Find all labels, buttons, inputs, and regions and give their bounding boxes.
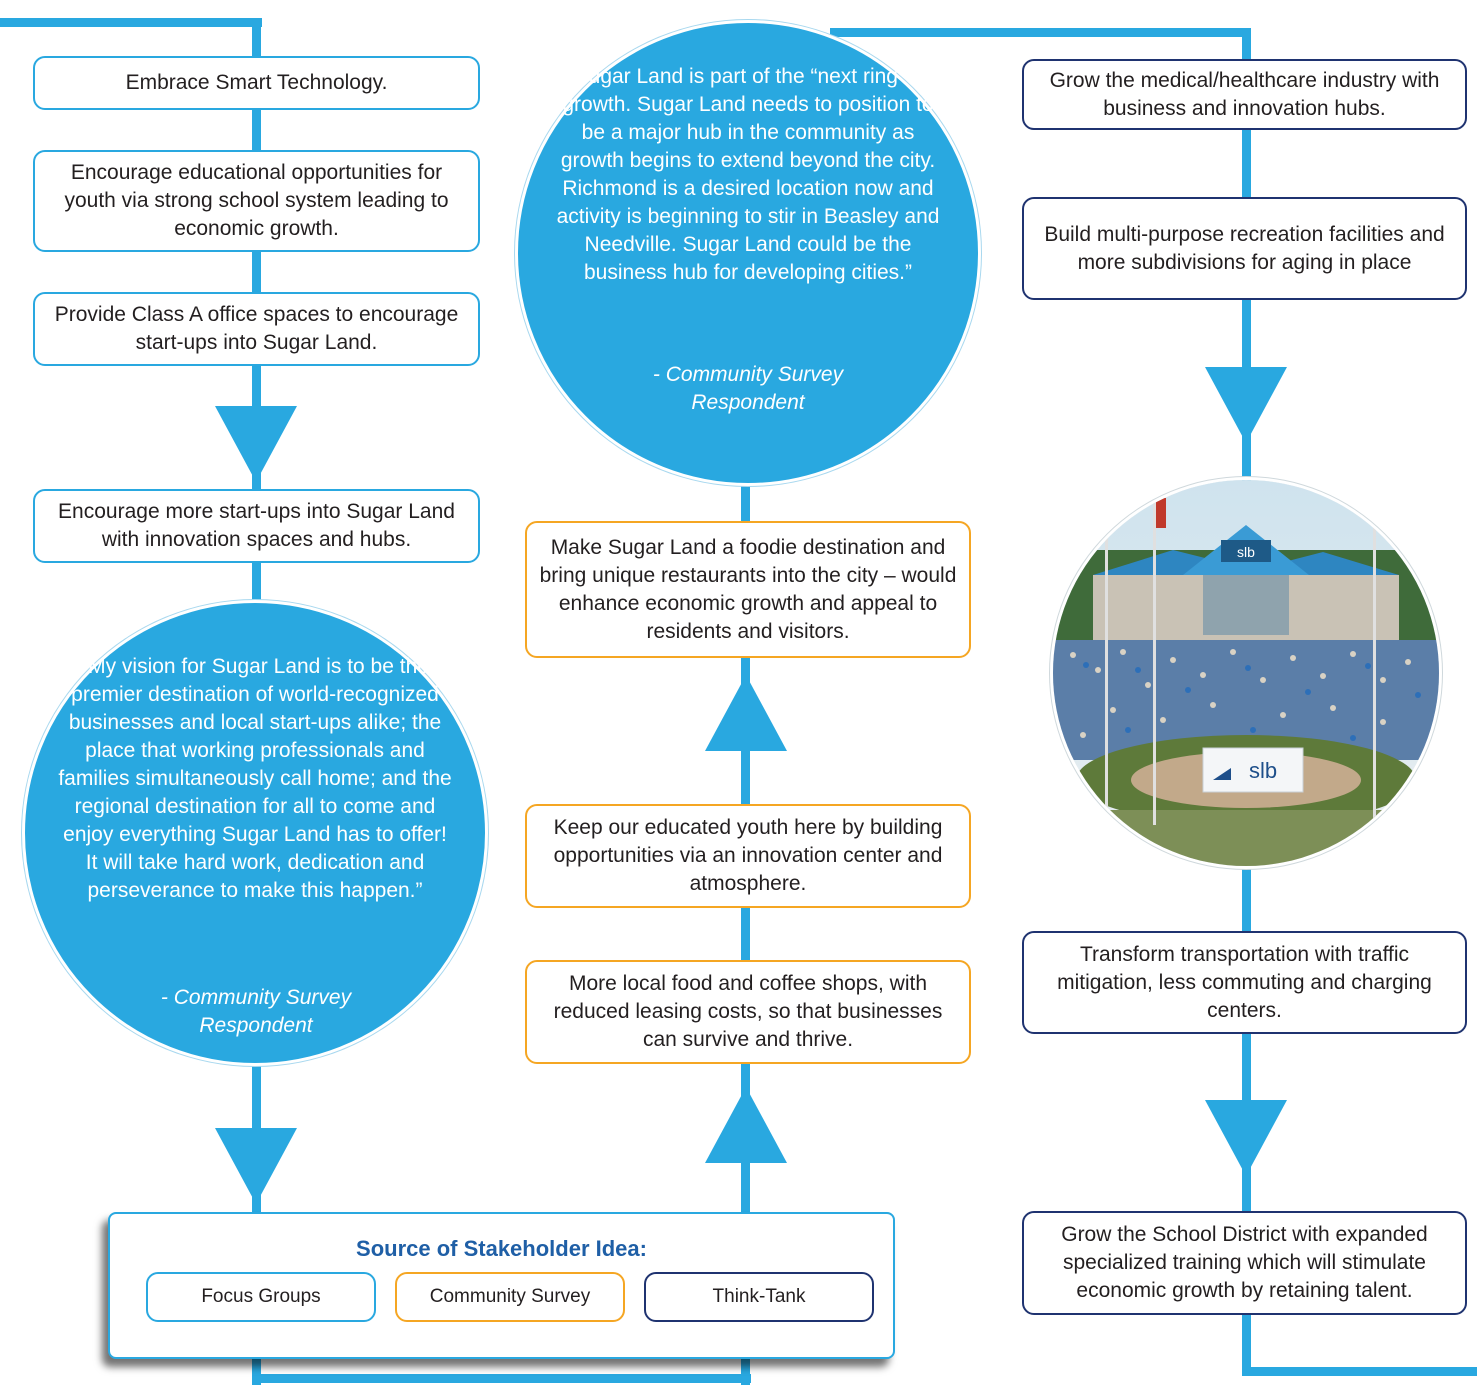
idea-text: Encourage educational opportunities for … [64,161,449,240]
legend-panel: Source of Stakeholder Idea: Focus Groups… [108,1212,895,1359]
arrow-down-icon [215,1128,297,1204]
connector-top-left [0,18,262,27]
quote-bubble-middle: “Sugar Land is part of the “next ring” o… [515,20,981,486]
quote-bubble-left: “My vision for Sugar Land is to be the p… [22,600,488,1066]
legend-think-tank: Think-Tank [644,1272,874,1322]
idea-text: Provide Class A office spaces to encoura… [54,303,459,354]
campus-photo: slb slb [1053,480,1439,866]
connector-bottom-right [1242,1367,1477,1376]
idea-box-class-a-office: Provide Class A office spaces to encoura… [33,292,480,366]
quote-attribution: - Community Survey Respondent [160,986,352,1037]
arrow-down-icon [215,406,297,482]
quote-attribution: - Community Survey Respondent [652,363,844,414]
connector-top-right [830,28,1251,37]
quote-text: “Sugar Land is part of the “next ring” o… [556,65,940,284]
idea-text: Transform transportation with traffic mi… [1057,942,1432,1022]
connector-bottom [252,1374,751,1383]
idea-box-educational-opportunities: Encourage educational opportunities for … [33,150,480,252]
roof-logo: slb [1237,544,1255,560]
idea-text: Embrace Smart Technology. [125,71,388,94]
arrow-down-icon [1205,367,1287,443]
idea-box-start-ups: Encourage more start-ups into Sugar Land… [33,489,480,563]
legend-title: Source of Stakeholder Idea: [356,1236,647,1261]
arrow-down-icon [1205,1100,1287,1176]
idea-box-medical-industry: Grow the medical/healthcare industry wit… [1022,59,1467,130]
quote-text: “My vision for Sugar Land is to be the p… [58,655,452,902]
idea-box-educated-youth: Keep our educated youth here by building… [525,804,971,908]
legend-focus-groups: Focus Groups [146,1272,376,1322]
arrow-up-icon [705,675,787,751]
idea-text: Grow the School District with expanded s… [1061,1223,1428,1302]
idea-box-smart-technology: Embrace Smart Technology. [33,56,480,110]
idea-text: More local food and coffee shops, with r… [553,972,943,1051]
idea-text: Keep our educated youth here by building… [553,816,943,895]
photo-banner-text: slb [1249,758,1277,783]
idea-text: Build multi-purpose recreation facilitie… [1044,222,1445,274]
idea-box-foodie-destination: Make Sugar Land a foodie destination and… [525,521,971,658]
idea-box-school-district: Grow the School District with expanded s… [1022,1211,1467,1315]
legend-community-survey: Community Survey [395,1272,625,1322]
idea-text: Grow the medical/healthcare industry wit… [1049,68,1440,120]
campus-photo-illustration: slb slb [1053,480,1439,866]
idea-box-transportation: Transform transportation with traffic mi… [1022,931,1467,1034]
idea-box-recreation-facilities: Build multi-purpose recreation facilitie… [1022,197,1467,300]
idea-text: Encourage more start-ups into Sugar Land… [58,500,455,551]
arrow-up-icon [705,1087,787,1163]
idea-box-local-food: More local food and coffee shops, with r… [525,960,971,1064]
idea-text: Make Sugar Land a foodie destination and… [539,535,957,643]
